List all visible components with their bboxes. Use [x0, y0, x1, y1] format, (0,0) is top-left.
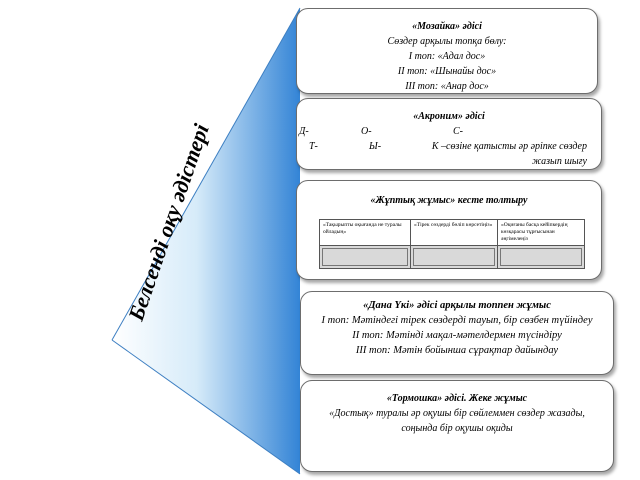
acronym-letter: Т- [309, 141, 318, 152]
mosaic-title: «Мозайка» әдісі [412, 21, 482, 32]
mosaic-line: Сөздер арқылы топқа бөлу: [387, 36, 507, 47]
dana-uki-line: III топ: Мәтін бойынша сұрақтар дайындау [355, 345, 559, 356]
dana-uki-line: II топ: Мәтінді мақал-мәтелдермен түсінд… [352, 330, 562, 341]
acronym-letter: О- [361, 126, 372, 137]
table-empty-cell [497, 245, 585, 269]
pair-work-title: «Жұптық жұмыс» кесте толтыру [370, 195, 528, 206]
acronym-row: Д- О- С- [297, 124, 601, 139]
fan-edge-top [111, 7, 301, 341]
acronym-letter: С- [453, 126, 463, 137]
acronym-letter: Ы- [369, 141, 382, 152]
dana-uki-card: «Дана Үкі» әдісі арқылы топпен жұмыс I т… [300, 291, 614, 375]
acronym-row: Т- Ы- К –сөзіне қатысты әр әріпке сөздер… [297, 139, 601, 169]
fan-wedge [112, 8, 300, 474]
table-header-cell: «Тақырыпты оқығанда не туралы ойладың» [319, 219, 411, 246]
pair-work-table: «Тақырыпты оқығанда не туралы ойладың» «… [319, 219, 585, 269]
mosaic-line: I топ: «Адал дос» [408, 51, 486, 62]
acronym-title: «Акроним» әдісі [413, 111, 485, 122]
mosaic-line: II топ: «Шынайы дос» [397, 66, 497, 77]
acronym-instruction: К –сөзіне қатысты әр әріпке сөздер жазып… [431, 141, 587, 167]
mosaic-card: «Мозайка» әдісі Сөздер арқылы топқа бөлу… [296, 8, 598, 94]
dana-uki-title: «Дана Үкі» әдісі арқылы топпен жұмыс [363, 300, 551, 311]
table-header-cell: «Оқиғаны басқа кейіпкердің көзқарасы тұр… [497, 219, 585, 246]
tormoshka-card: «Тормошка» әдісі. Жеке жұмыс «Достық» ту… [300, 380, 614, 472]
table-empty-cell [410, 245, 498, 269]
fan-edge-bottom [111, 339, 301, 475]
table-empty-cell [319, 245, 411, 269]
pair-work-card: «Жұптық жұмыс» кесте толтыру «Тақырыпты … [296, 180, 602, 280]
mosaic-line: III топ: «Анар дос» [405, 81, 489, 92]
acronym-card: «Акроним» әдісі Д- О- С- Т- Ы- К –сөзіне… [296, 98, 602, 170]
acronym-letter: Д- [299, 126, 309, 137]
dana-uki-line: I топ: Мәтіндегі тірек сөздерді тауып, б… [321, 315, 593, 326]
tormoshka-title: «Тормошка» әдісі. Жеке жұмыс [386, 393, 528, 404]
table-header-cell: «Тірек сөздерді бөліп көрсетіңіз» [410, 219, 498, 246]
tormoshka-line: «Достық» туралы әр оқушы бір сөйлеммен с… [329, 408, 585, 434]
